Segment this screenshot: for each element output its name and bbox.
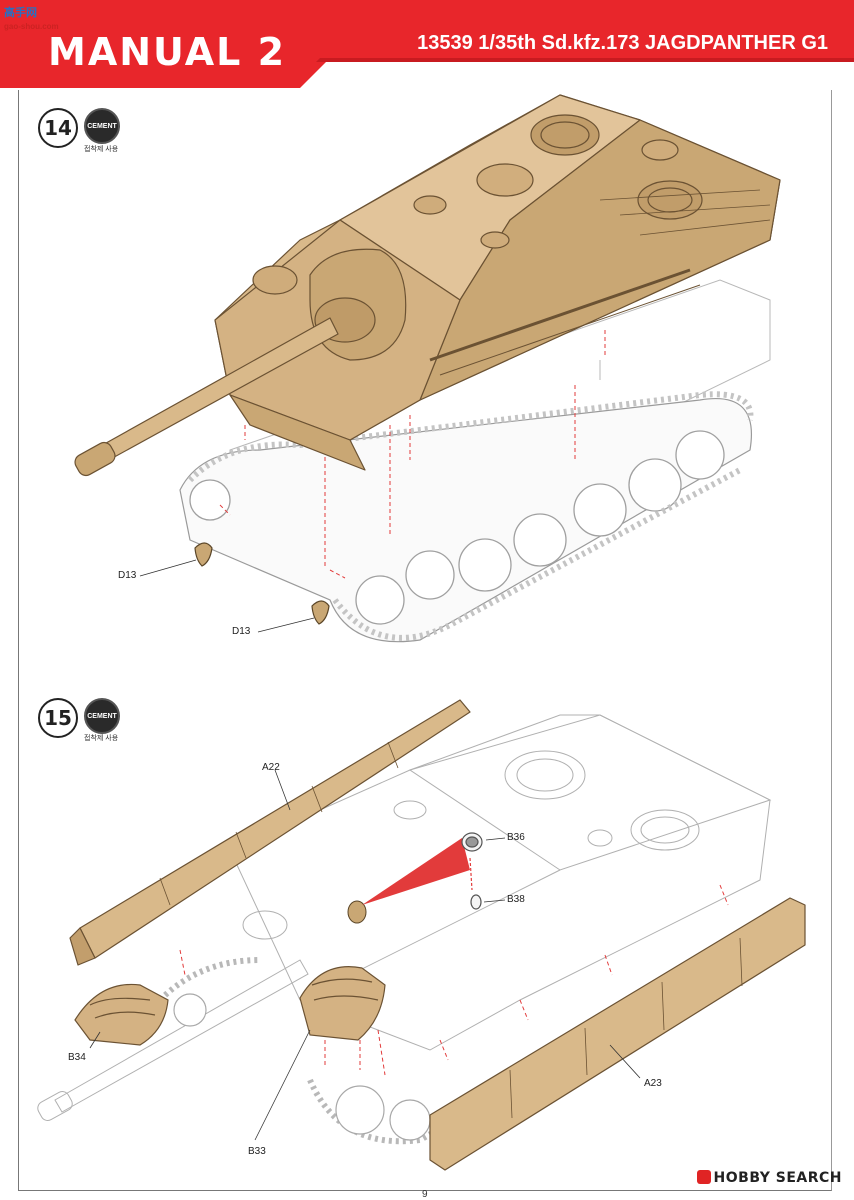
hobby-search-logo-icon <box>696 1170 711 1184</box>
part-label-a22: A22 <box>262 762 280 773</box>
part-label-b33: B33 <box>248 1146 266 1157</box>
kit-subtitle: 13539 1/35th Sd.kfz.173 JAGDPANTHER G1 <box>417 32 828 54</box>
hobby-search-watermark: HOBBY SEARCH <box>696 1170 842 1186</box>
page-title: MANUAL 2 <box>48 30 287 74</box>
part-label-a23: A23 <box>644 1078 662 1089</box>
part-label-d13: D13 <box>232 626 251 637</box>
header-banner <box>0 0 854 88</box>
part-label-b36: B36 <box>507 832 525 843</box>
step-14-number: 14 <box>38 108 78 148</box>
part-label-b38: B38 <box>507 894 525 905</box>
cement-icon: CEMENT <box>84 698 120 734</box>
page-frame <box>18 90 832 1191</box>
part-label-b34: B34 <box>68 1052 86 1063</box>
step-15-number: 15 <box>38 698 78 738</box>
page-number: 9 <box>422 1189 428 1200</box>
cement-icon: CEMENT <box>84 108 120 144</box>
part-label-d13: D13 <box>118 570 137 581</box>
cement-caption: 접착제 사용 <box>84 146 119 153</box>
cement-caption: 접착제 사용 <box>84 735 119 742</box>
